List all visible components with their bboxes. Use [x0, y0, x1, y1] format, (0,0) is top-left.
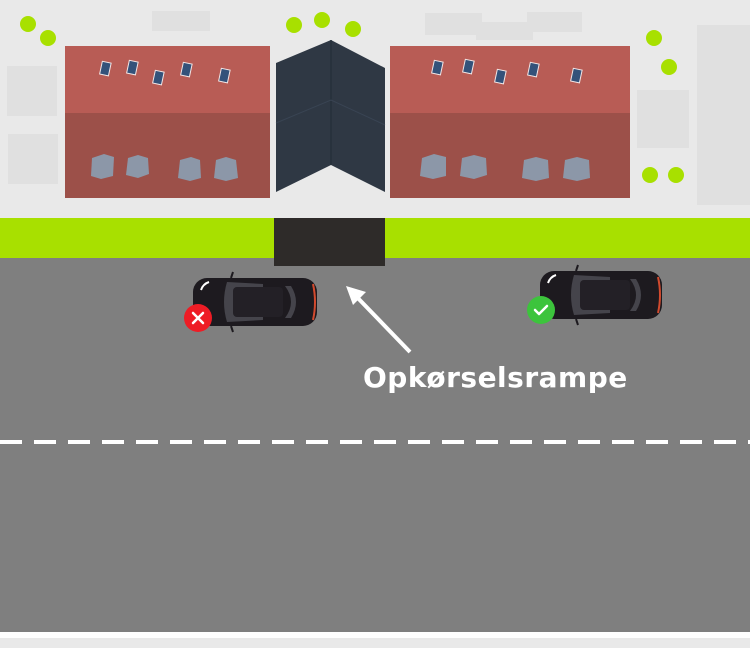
tree-dots: [20, 12, 684, 183]
left-building: [65, 46, 270, 198]
right-building: [390, 46, 630, 198]
arrow-icon: [346, 286, 412, 354]
car-right: [540, 264, 662, 326]
road-edge-line: [0, 632, 750, 638]
allowed-check-icon: [527, 296, 555, 324]
not-allowed-icon: [184, 304, 212, 332]
car-left: [193, 271, 317, 333]
sidewalk: [0, 638, 750, 648]
ramp-label: Opkørselsrampe: [363, 361, 628, 394]
background-lots: [7, 11, 750, 205]
driveway-ramp: [274, 218, 385, 266]
road: [0, 258, 750, 633]
center-building: [275, 40, 386, 192]
